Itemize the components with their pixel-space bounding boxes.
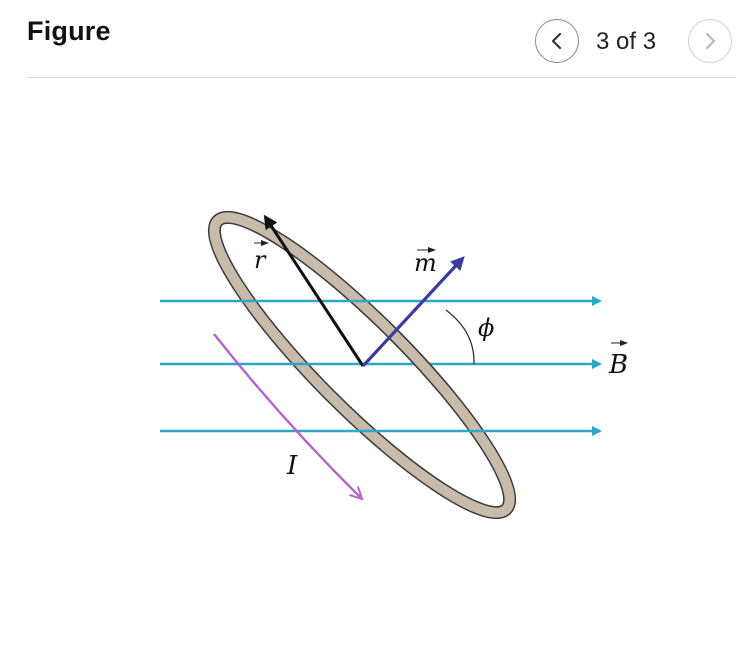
label-phi: ϕ xyxy=(478,314,494,342)
page-title: Figure xyxy=(27,16,111,46)
chevron-right-icon xyxy=(705,32,716,50)
current-arrow xyxy=(213,333,360,497)
label-m: m xyxy=(414,247,437,277)
next-button[interactable] xyxy=(688,19,732,63)
figure-header: Figure 3 of 3 xyxy=(0,0,736,80)
label-b: B xyxy=(608,340,628,380)
chevron-left-icon xyxy=(551,32,562,50)
field-lines xyxy=(160,296,602,436)
page-counter: 3 of 3 xyxy=(596,28,657,55)
previous-button[interactable] xyxy=(535,19,579,63)
label-i: I xyxy=(286,451,298,481)
svg-text:r: r xyxy=(254,246,267,274)
svg-text:B: B xyxy=(608,350,628,380)
header-divider xyxy=(27,77,736,78)
angle-arc xyxy=(445,309,475,365)
radius-vector xyxy=(263,214,365,367)
svg-text:m: m xyxy=(414,249,437,277)
moment-vector xyxy=(361,256,465,368)
label-r: r xyxy=(254,240,269,274)
